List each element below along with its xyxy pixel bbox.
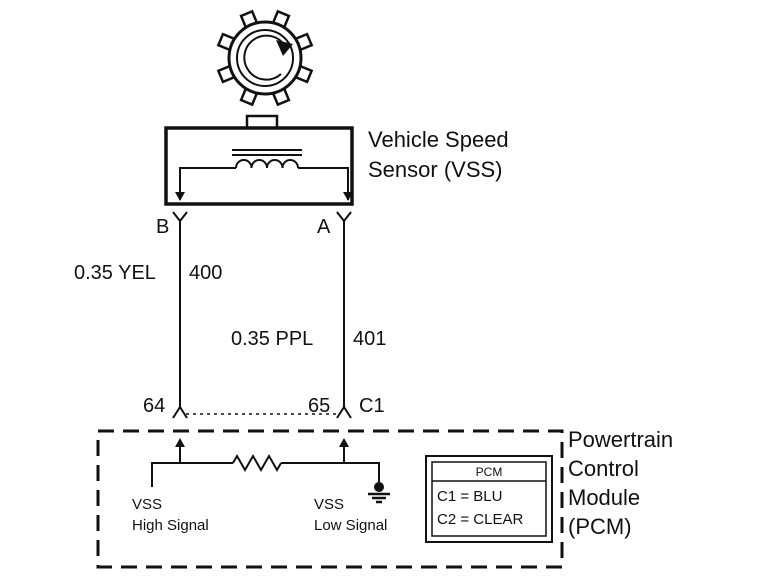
pcm-input-circuit xyxy=(151,438,380,487)
legend-row-1: C1 = BLU xyxy=(437,488,502,505)
ground-icon xyxy=(368,482,390,504)
wire-left-circuit: 400 xyxy=(189,262,222,284)
sensor-title-line2: Sensor (VSS) xyxy=(368,157,503,182)
vss-high-signal-line2: High Signal xyxy=(132,517,209,534)
module-title-line1: Powertrain xyxy=(568,427,673,452)
pcm-connector-legend: PCM C1 = BLU C2 = CLEAR xyxy=(425,455,553,543)
legend-row-2: C2 = CLEAR xyxy=(437,511,523,528)
module-title-line2: Control xyxy=(568,456,639,481)
connector-pin-64: 64 xyxy=(143,395,165,417)
vss-low-signal-line2: Low Signal xyxy=(314,517,387,534)
pickup-coil-icon xyxy=(232,149,302,169)
resistor-icon xyxy=(232,453,282,473)
wire-circuit-401 xyxy=(336,211,352,419)
terminal-a-label: A xyxy=(317,216,331,238)
module-title-line3: Module xyxy=(568,485,640,510)
terminal-b-label: B xyxy=(156,216,169,238)
wire-right-gauge-color: 0.35 PPL xyxy=(231,328,313,350)
connector-name: C1 xyxy=(359,395,385,417)
reluctor-wheel-icon xyxy=(216,9,314,107)
sensor-title-line1: Vehicle Speed xyxy=(368,127,509,152)
vss-high-signal-line1: VSS xyxy=(132,496,162,513)
wire-right-circuit: 401 xyxy=(353,328,386,350)
vss-sensor-body xyxy=(164,114,354,206)
pcm-boundary xyxy=(96,429,564,569)
module-title-line4: (PCM) xyxy=(568,514,632,539)
wire-circuit-400 xyxy=(172,211,188,419)
wire-left-gauge-color: 0.35 YEL xyxy=(74,262,156,284)
vss-low-signal-line1: VSS xyxy=(314,496,344,513)
connector-pin-65: 65 xyxy=(308,395,330,417)
legend-header: PCM xyxy=(476,465,503,479)
